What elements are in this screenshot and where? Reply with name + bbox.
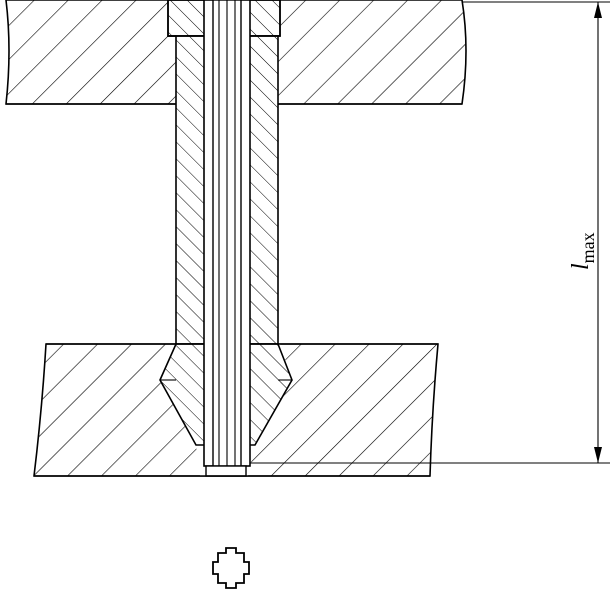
plate-edges	[6, 103, 462, 477]
dimension-subscript: max	[578, 232, 598, 263]
dimension-lmax: lmax	[250, 1, 610, 464]
pin-profile-section	[212, 547, 250, 589]
dimension-label: lmax	[568, 232, 598, 270]
dimension-symbol: l	[568, 263, 594, 270]
center-pin	[203, 0, 251, 477]
